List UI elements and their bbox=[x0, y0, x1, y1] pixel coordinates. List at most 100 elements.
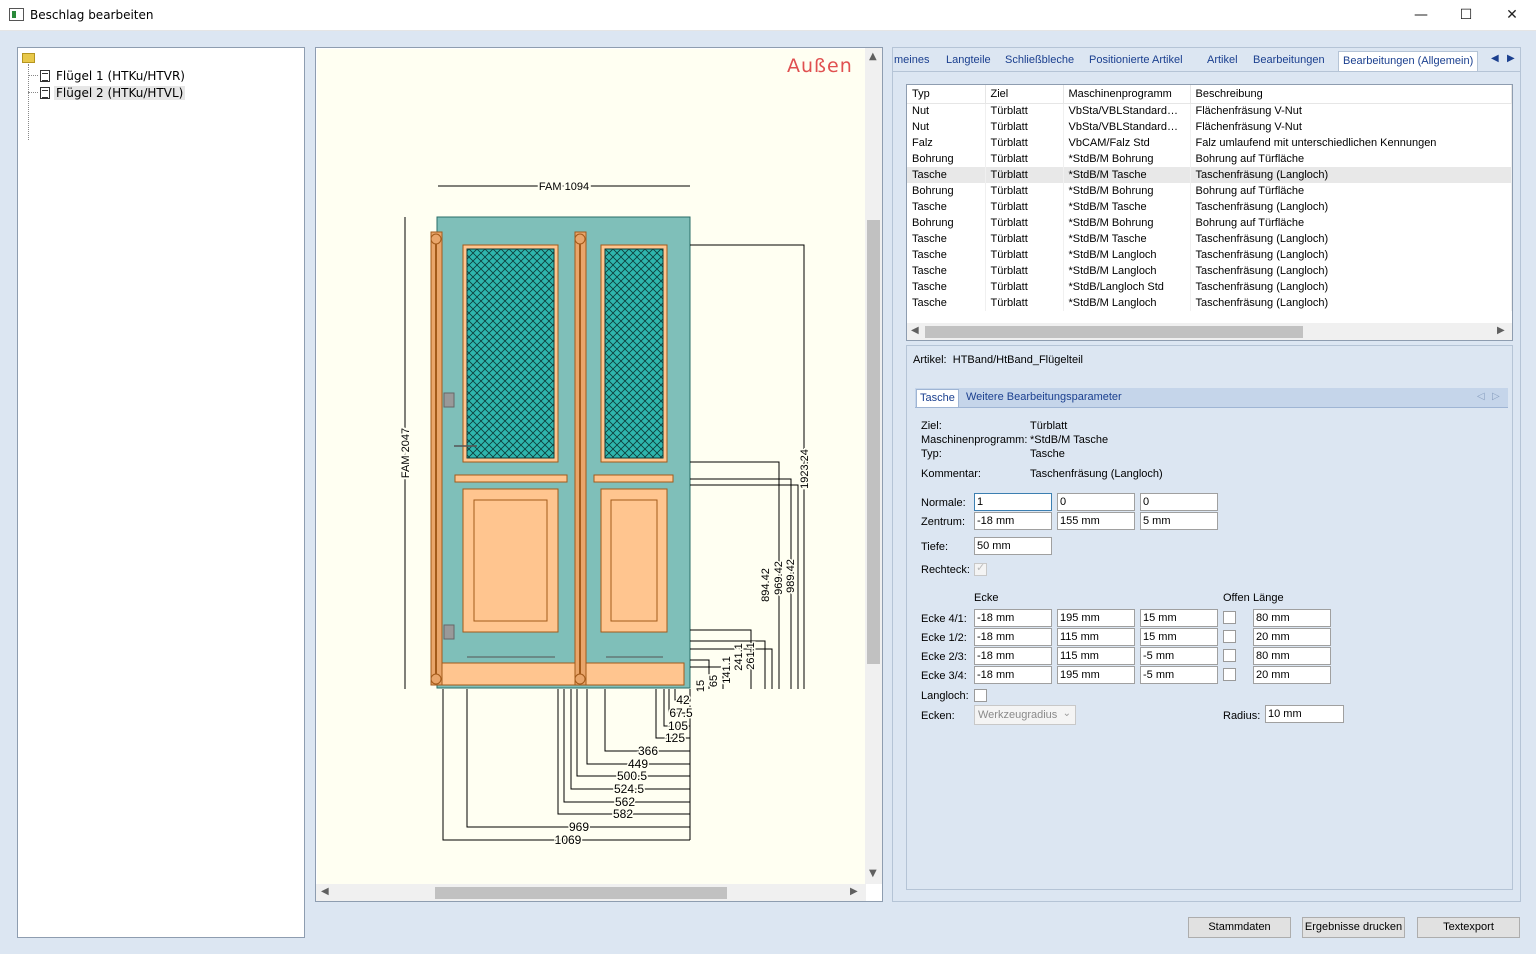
stammdaten-button[interactable]: Stammdaten bbox=[1188, 917, 1291, 938]
drawing-vertical-scrollbar[interactable]: ▲ ▼ bbox=[865, 48, 882, 884]
scroll-right-icon[interactable]: ▶ bbox=[1497, 325, 1505, 336]
tab-scroll-left-icon[interactable]: ◁ bbox=[1477, 391, 1485, 402]
bottom-dimensions bbox=[442, 689, 691, 841]
laenge-input[interactable]: 20 mm bbox=[1253, 628, 1331, 646]
column-header-typ[interactable]: Typ bbox=[907, 85, 986, 104]
normale-x-input[interactable]: 1 bbox=[974, 493, 1052, 511]
dim-label: 894.42 bbox=[760, 568, 772, 602]
tab-bearbeitungen-allgemein[interactable]: Bearbeitungen (Allgemein) bbox=[1338, 51, 1479, 71]
dim-label: 366 bbox=[638, 744, 658, 758]
table-cell: Türblatt bbox=[985, 119, 1064, 135]
laenge-input[interactable]: 80 mm bbox=[1253, 609, 1331, 627]
ecke-coord-input[interactable]: -5 mm bbox=[1140, 647, 1218, 665]
radius-input[interactable]: 10 mm bbox=[1265, 705, 1344, 723]
laenge-input[interactable]: 20 mm bbox=[1253, 666, 1331, 684]
scroll-right-icon[interactable]: ▶ bbox=[850, 886, 858, 897]
dim-label: 582 bbox=[613, 807, 633, 821]
zentrum-x-input[interactable]: -18 mm bbox=[974, 512, 1052, 530]
tab-allgemeines[interactable]: meines bbox=[894, 54, 930, 66]
close-button[interactable]: ✕ bbox=[1506, 7, 1518, 23]
column-header-ziel[interactable]: Ziel bbox=[985, 85, 1064, 104]
ecken-select[interactable]: Werkzeugradius ⌄ bbox=[974, 705, 1076, 725]
tree-item-fluegel-2[interactable]: Flügel 2 (HTKu/HTVL) bbox=[28, 85, 186, 101]
folder-icon[interactable] bbox=[22, 53, 35, 63]
table-cell: Tasche bbox=[907, 247, 986, 263]
ecke-coord-input[interactable]: -18 mm bbox=[974, 647, 1052, 665]
detail-tab-strip: Tasche Weitere Bearbeitungsparameter ◁ ▷ bbox=[915, 388, 1508, 408]
tab-scroll-right-icon[interactable]: ▶ bbox=[1507, 53, 1515, 64]
minimize-button[interactable]: — bbox=[1414, 7, 1428, 23]
ergebnisse-drucken-button[interactable]: Ergebnisse drucken bbox=[1302, 917, 1405, 938]
ecke-coord-input[interactable]: 15 mm bbox=[1140, 609, 1218, 627]
dim-label: 105 bbox=[668, 719, 688, 733]
textexport-button[interactable]: Textexport bbox=[1417, 917, 1520, 938]
table-cell: *StdB/M Tasche bbox=[1063, 231, 1191, 247]
offen-checkbox[interactable] bbox=[1223, 649, 1236, 662]
column-header-beschreibung[interactable]: Beschreibung bbox=[1190, 85, 1512, 104]
zentrum-y-input[interactable]: 155 mm bbox=[1057, 512, 1135, 530]
ecke-coord-input[interactable]: 115 mm bbox=[1057, 647, 1135, 665]
laenge-input[interactable]: 80 mm bbox=[1253, 647, 1331, 665]
tiefe-input[interactable]: 50 mm bbox=[974, 537, 1052, 555]
tab-artikel[interactable]: Artikel bbox=[1207, 54, 1238, 66]
scroll-up-icon[interactable]: ▲ bbox=[869, 51, 877, 62]
table-cell: VbSta/VBLStandardGr... bbox=[1063, 103, 1191, 119]
ecke-coord-input[interactable]: 195 mm bbox=[1057, 666, 1135, 684]
scroll-thumb[interactable] bbox=[435, 887, 727, 899]
maximize-button[interactable]: ☐ bbox=[1459, 7, 1473, 23]
normale-y-input[interactable]: 0 bbox=[1057, 493, 1135, 511]
tab-positionierte-artikel[interactable]: Positionierte Artikel bbox=[1089, 54, 1183, 66]
column-header-maschinenprogramm[interactable]: Maschinenprogramm bbox=[1063, 85, 1191, 104]
offen-checkbox[interactable] bbox=[1223, 668, 1236, 681]
ecke-header: Ecke bbox=[974, 592, 999, 604]
tab-scroll-left-icon[interactable]: ◀ bbox=[1491, 53, 1499, 64]
tab-schliessbleche[interactable]: Schließbleche bbox=[1005, 54, 1075, 66]
ecke-coord-input[interactable]: -18 mm bbox=[974, 609, 1052, 627]
drawing-canvas[interactable]: Außen FAM 1094 FAM 2047 bbox=[317, 49, 865, 884]
scroll-thumb[interactable] bbox=[867, 220, 880, 664]
normale-z-input[interactable]: 0 bbox=[1140, 493, 1218, 511]
drawing-horizontal-scrollbar[interactable]: ◀ ▶ bbox=[316, 884, 866, 901]
ecken-select-value: Werkzeugradius bbox=[978, 709, 1058, 721]
scroll-thumb[interactable] bbox=[925, 326, 1303, 338]
tab-weitere-bearbeitungsparameter[interactable]: Weitere Bearbeitungsparameter bbox=[966, 391, 1122, 403]
scroll-left-icon[interactable]: ◀ bbox=[321, 886, 329, 897]
ecke-coord-input[interactable]: -18 mm bbox=[974, 628, 1052, 646]
tree-panel: Flügel 1 (HTKu/HTVR) Flügel 2 (HTKu/HTVL… bbox=[17, 47, 305, 938]
offen-checkbox[interactable] bbox=[1223, 611, 1236, 624]
ecke-coord-input[interactable]: 15 mm bbox=[1140, 628, 1218, 646]
tab-tasche[interactable]: Tasche bbox=[916, 389, 959, 407]
scroll-left-icon[interactable]: ◀ bbox=[911, 325, 919, 336]
table-cell: Bohrung auf Türfläche bbox=[1190, 183, 1512, 199]
offen-checkbox[interactable] bbox=[1223, 630, 1236, 643]
grid-horizontal-scrollbar[interactable]: ◀ ▶ bbox=[907, 323, 1512, 340]
rechteck-checkbox[interactable]: ✓ bbox=[974, 561, 987, 576]
scroll-down-icon[interactable]: ▼ bbox=[869, 868, 877, 879]
table-cell: Taschenfräsung (Langloch) bbox=[1190, 263, 1512, 279]
ecke-coord-input[interactable]: -18 mm bbox=[974, 666, 1052, 684]
zentrum-z-input[interactable]: 5 mm bbox=[1140, 512, 1218, 530]
dim-label: 969 bbox=[569, 820, 589, 834]
tab-langteile[interactable]: Langteile bbox=[946, 54, 991, 66]
tab-bearbeitungen[interactable]: Bearbeitungen bbox=[1253, 54, 1325, 66]
ecke-coord-input[interactable]: -5 mm bbox=[1140, 666, 1218, 684]
table-cell: Falz bbox=[907, 135, 986, 151]
tree-item-fluegel-1[interactable]: Flügel 1 (HTKu/HTVR) bbox=[28, 68, 187, 84]
ecke-coord-input[interactable]: 115 mm bbox=[1057, 628, 1135, 646]
langloch-checkbox[interactable] bbox=[974, 689, 987, 702]
ecke-coord-input[interactable]: 195 mm bbox=[1057, 609, 1135, 627]
tab-scroll-right-icon[interactable]: ▷ bbox=[1492, 391, 1500, 402]
